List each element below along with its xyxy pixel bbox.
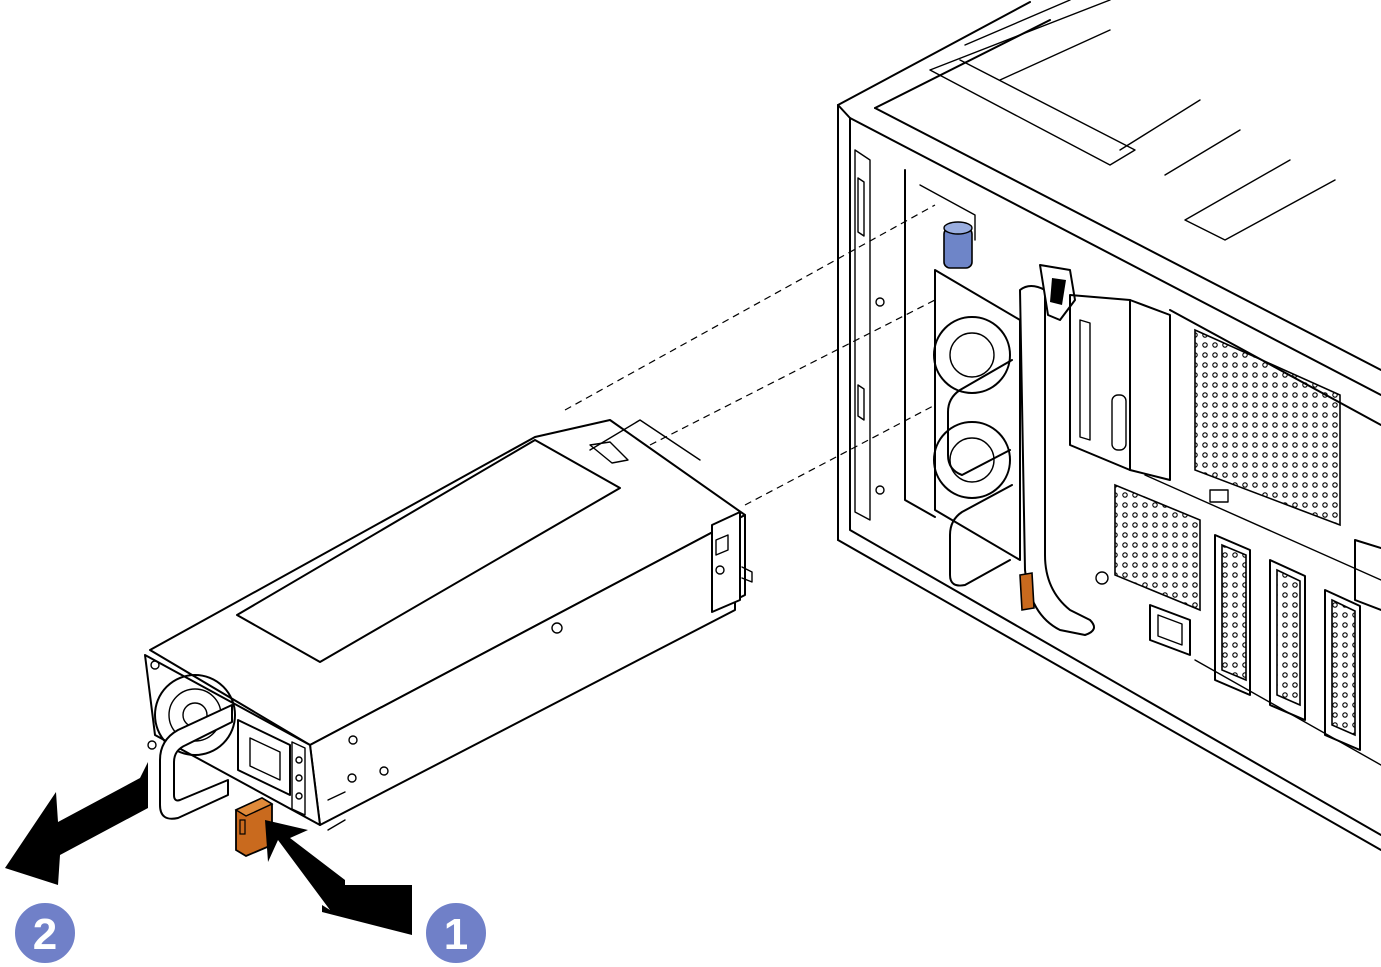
arrow-left-icon bbox=[5, 762, 148, 885]
chassis-front-top-edge bbox=[837, 104, 1381, 396]
vent-mesh-upper bbox=[1194, 328, 1341, 527]
network-port bbox=[1149, 604, 1191, 656]
callout-step-2: 2 bbox=[13, 901, 77, 965]
installed-psu bbox=[933, 221, 1095, 636]
arrow-right-icon bbox=[265, 820, 412, 935]
callout-step-2-label: 2 bbox=[33, 910, 57, 959]
psu-power-inlet bbox=[237, 719, 291, 796]
chassis-inner-frame bbox=[849, 117, 1381, 836]
psu-fan bbox=[154, 674, 236, 756]
numbered-callout-icon bbox=[424, 901, 488, 965]
callout-step-1-label: 1 bbox=[444, 910, 468, 959]
alignment-guides bbox=[564, 204, 936, 506]
psu-label bbox=[236, 439, 621, 663]
psu-bay-outline bbox=[904, 169, 936, 518]
vent-mesh-lower bbox=[1114, 483, 1201, 612]
server-chassis bbox=[837, 0, 1381, 851]
chassis-top-edge bbox=[837, 1, 1031, 106]
numbered-callout-icon bbox=[13, 901, 77, 965]
chassis-flange bbox=[854, 149, 871, 521]
psu-handle bbox=[159, 704, 233, 820]
installed-release-tab bbox=[1019, 572, 1035, 611]
power-supply-unit bbox=[144, 419, 753, 858]
psu-front-face bbox=[144, 654, 321, 826]
callout-step-1: 1 bbox=[424, 901, 488, 965]
pcie-slots bbox=[1194, 534, 1381, 766]
chassis-bottom-edge bbox=[837, 539, 1381, 851]
